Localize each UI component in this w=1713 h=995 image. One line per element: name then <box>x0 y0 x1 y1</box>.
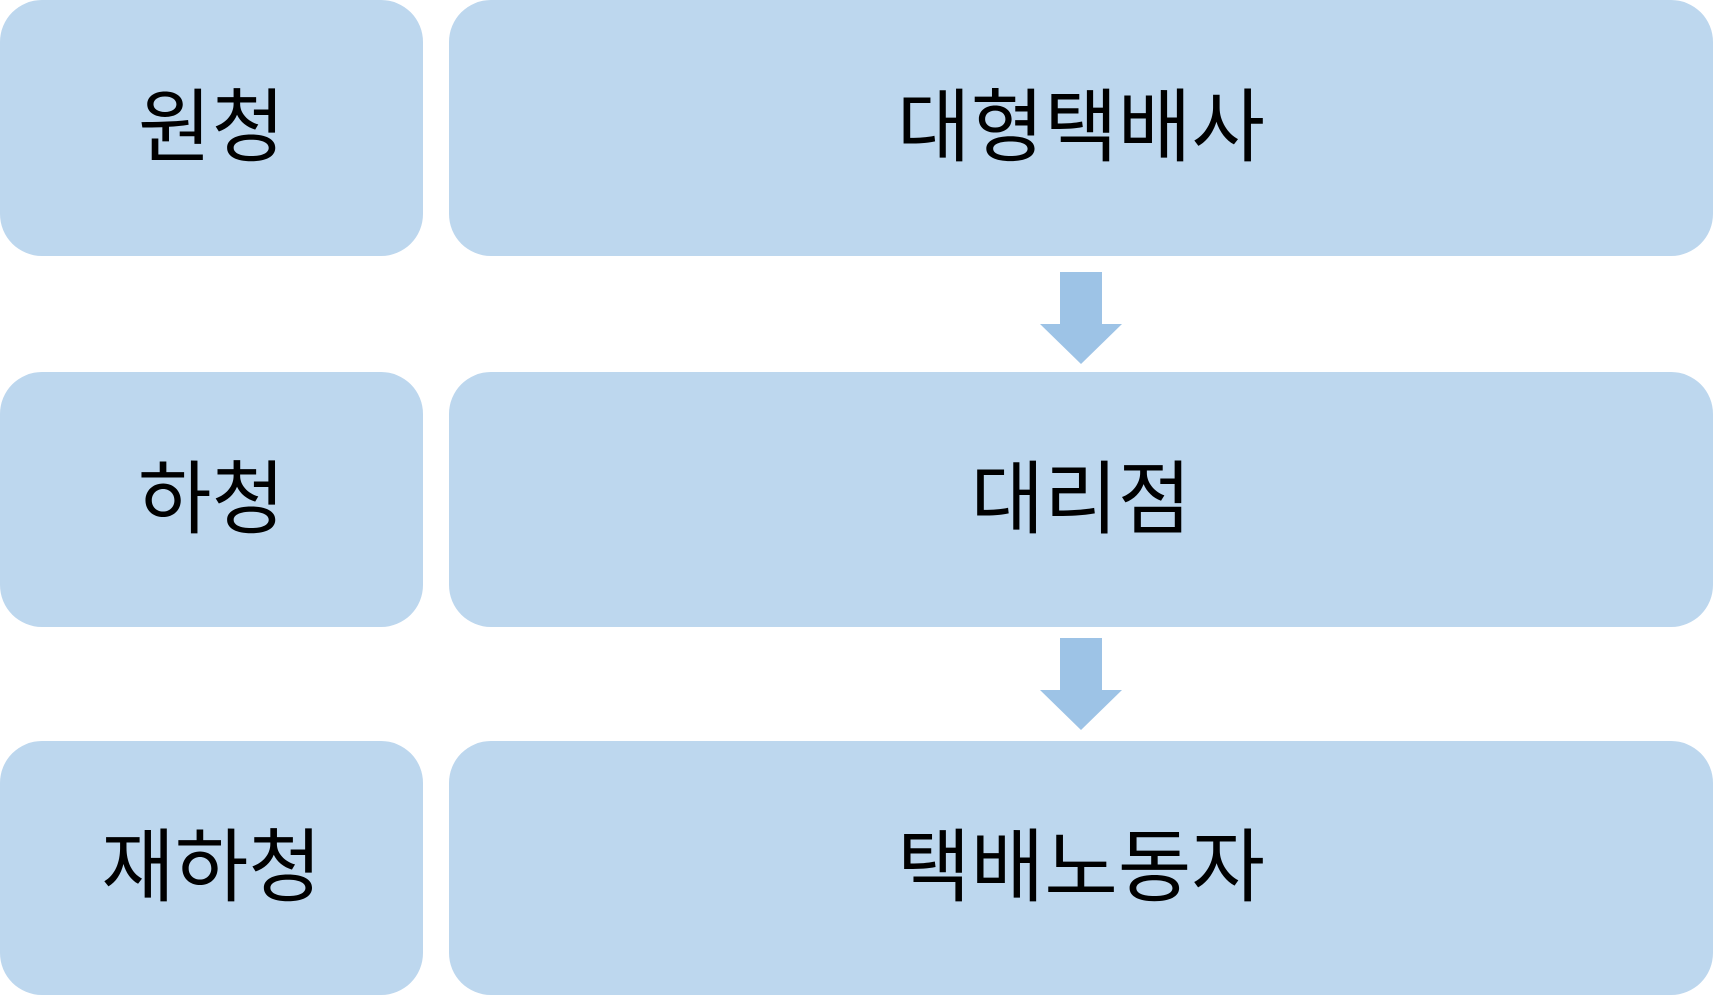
entity-label-primary: 대형택배사 <box>897 81 1265 174</box>
entity-box-secondary: 대리점 <box>449 372 1713 627</box>
level-label-tertiary: 재하청 <box>101 821 322 914</box>
entity-box-primary: 대형택배사 <box>449 0 1713 256</box>
arrow-2-shape <box>1040 638 1122 730</box>
arrow-down-icon <box>1040 272 1122 364</box>
entity-label-secondary: 대리점 <box>970 452 1192 546</box>
level-label-primary: 원청 <box>137 81 286 174</box>
level-box-tertiary: 재하청 <box>0 741 423 995</box>
level-box-primary: 원청 <box>0 0 423 256</box>
level-label-secondary: 하청 <box>137 452 286 546</box>
level-box-secondary: 하청 <box>0 372 423 627</box>
entity-box-tertiary: 택배노동자 <box>449 741 1713 995</box>
arrow-1-shape <box>1040 272 1122 364</box>
entity-label-tertiary: 택배노동자 <box>897 821 1265 914</box>
arrow-down-icon <box>1040 638 1122 730</box>
